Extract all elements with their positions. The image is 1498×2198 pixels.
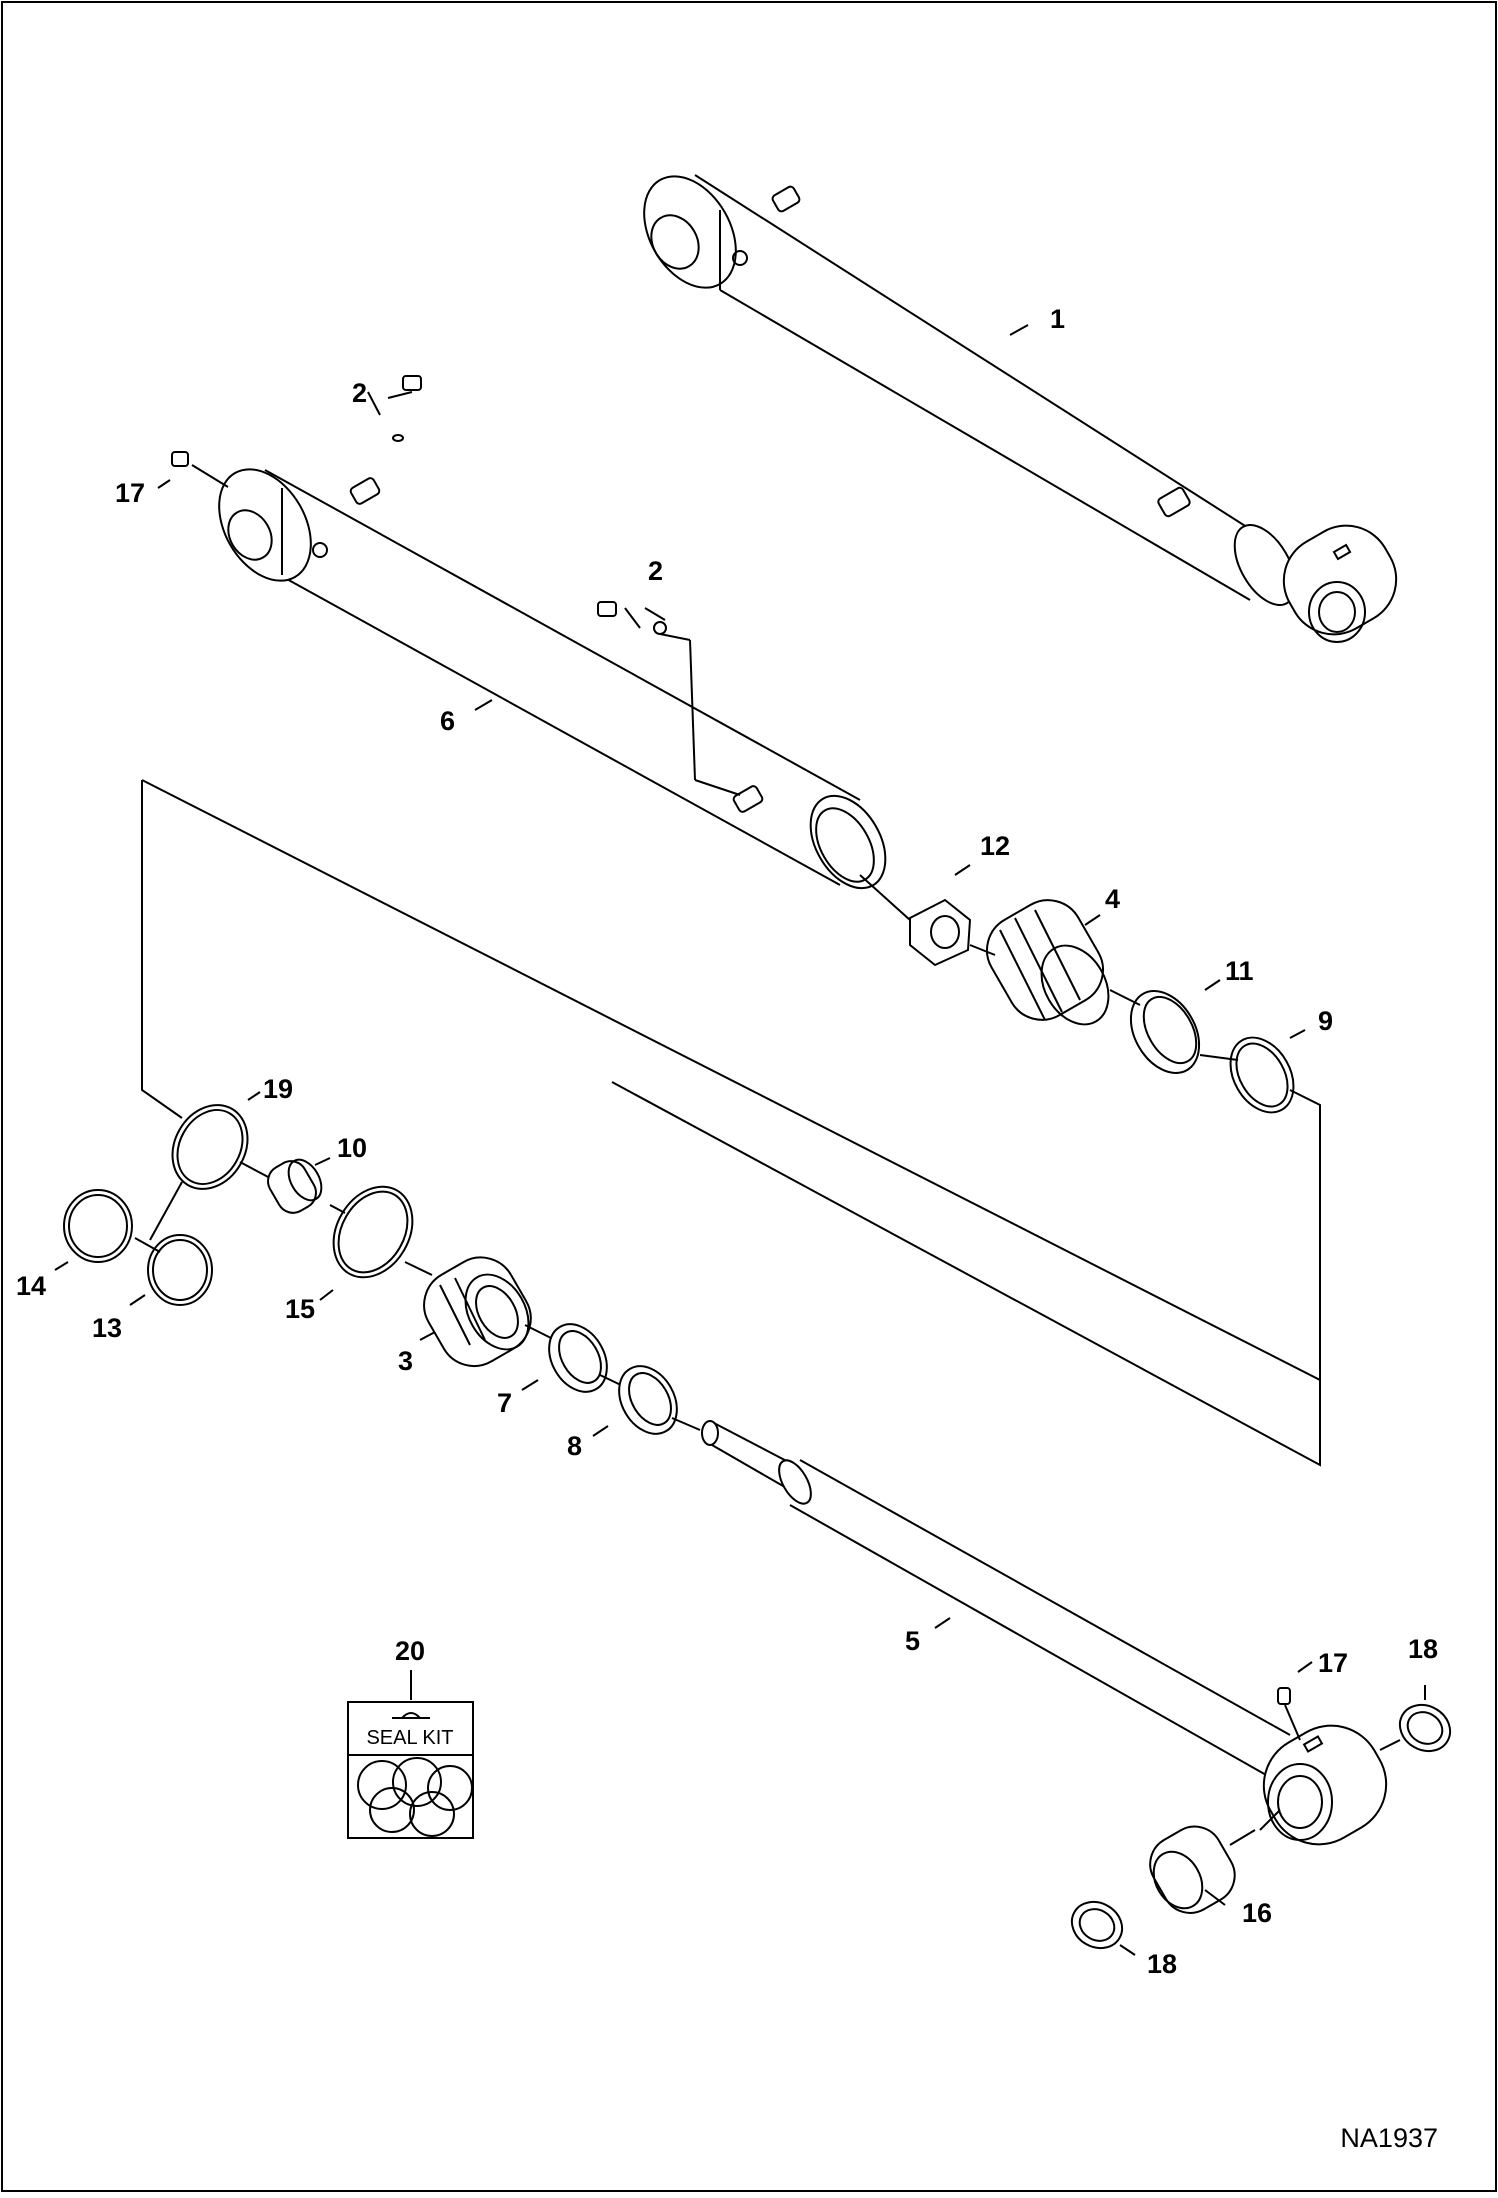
callout-17-upper: 17 xyxy=(115,478,145,508)
callout-2-lower: 2 xyxy=(648,556,663,586)
assembly-leader-left xyxy=(141,780,183,1119)
callout-1: 1 xyxy=(1050,304,1065,334)
part-19-o-ring xyxy=(171,1104,249,1190)
part-3-gland xyxy=(423,1256,532,1367)
callout-7: 7 xyxy=(497,1388,512,1418)
callout-2-upper: 2 xyxy=(352,378,367,408)
callout-20: 20 xyxy=(395,1636,425,1666)
callout-15: 15 xyxy=(285,1294,315,1324)
callout-19: 19 xyxy=(263,1074,293,1104)
part-18-seal-right xyxy=(1398,1703,1452,1753)
part-4-piston xyxy=(969,899,1110,1026)
part-17-grease-fitting xyxy=(1277,1687,1291,1705)
assembly-leader-frame xyxy=(141,779,1321,1467)
callout-13: 13 xyxy=(92,1313,122,1343)
part-5-rod xyxy=(701,1420,1388,1846)
part-2-fittings xyxy=(171,375,741,796)
callout-17-lower: 17 xyxy=(1318,1648,1348,1678)
callout-6: 6 xyxy=(440,706,455,736)
callout-16: 16 xyxy=(1242,1898,1272,1928)
callout-11: 11 xyxy=(1225,956,1254,986)
callout-9: 9 xyxy=(1318,1006,1333,1036)
drawing-id: NA1937 xyxy=(1340,2123,1438,2153)
callout-labels: 1 2 17 2 6 12 4 11 9 19 10 14 13 15 3 7 … xyxy=(16,304,1438,1979)
part-15-o-ring xyxy=(332,1185,414,1279)
part-14-o-ring xyxy=(63,1189,133,1263)
part-8-wiper xyxy=(618,1365,678,1435)
callout-18-right: 18 xyxy=(1408,1634,1438,1664)
part-18-seal-left xyxy=(1070,1900,1124,1950)
part-12-nut xyxy=(909,898,972,967)
part-16-pivot-bushing xyxy=(1149,1825,1256,1914)
callout-10: 10 xyxy=(337,1133,367,1163)
callout-14: 14 xyxy=(16,1271,46,1301)
part-9-seal xyxy=(1229,1036,1295,1114)
callout-12: 12 xyxy=(980,831,1010,861)
callout-8: 8 xyxy=(567,1431,582,1461)
callout-3: 3 xyxy=(398,1346,413,1376)
callout-4: 4 xyxy=(1105,884,1120,914)
part-1-cylinder-assembly xyxy=(643,174,1398,643)
part-11-wear-ring xyxy=(1129,990,1201,1074)
callout-5: 5 xyxy=(905,1626,920,1656)
callout-leaders xyxy=(54,324,1426,1956)
part-20-seal-kit: SEAL KIT xyxy=(347,1670,474,1839)
part-7-rod-seal xyxy=(548,1323,608,1393)
part-13-backup-ring xyxy=(147,1234,213,1306)
callout-18-left: 18 xyxy=(1147,1949,1177,1979)
seal-kit-label: SEAL KIT xyxy=(366,1727,453,1749)
part-6-barrel xyxy=(218,468,887,890)
